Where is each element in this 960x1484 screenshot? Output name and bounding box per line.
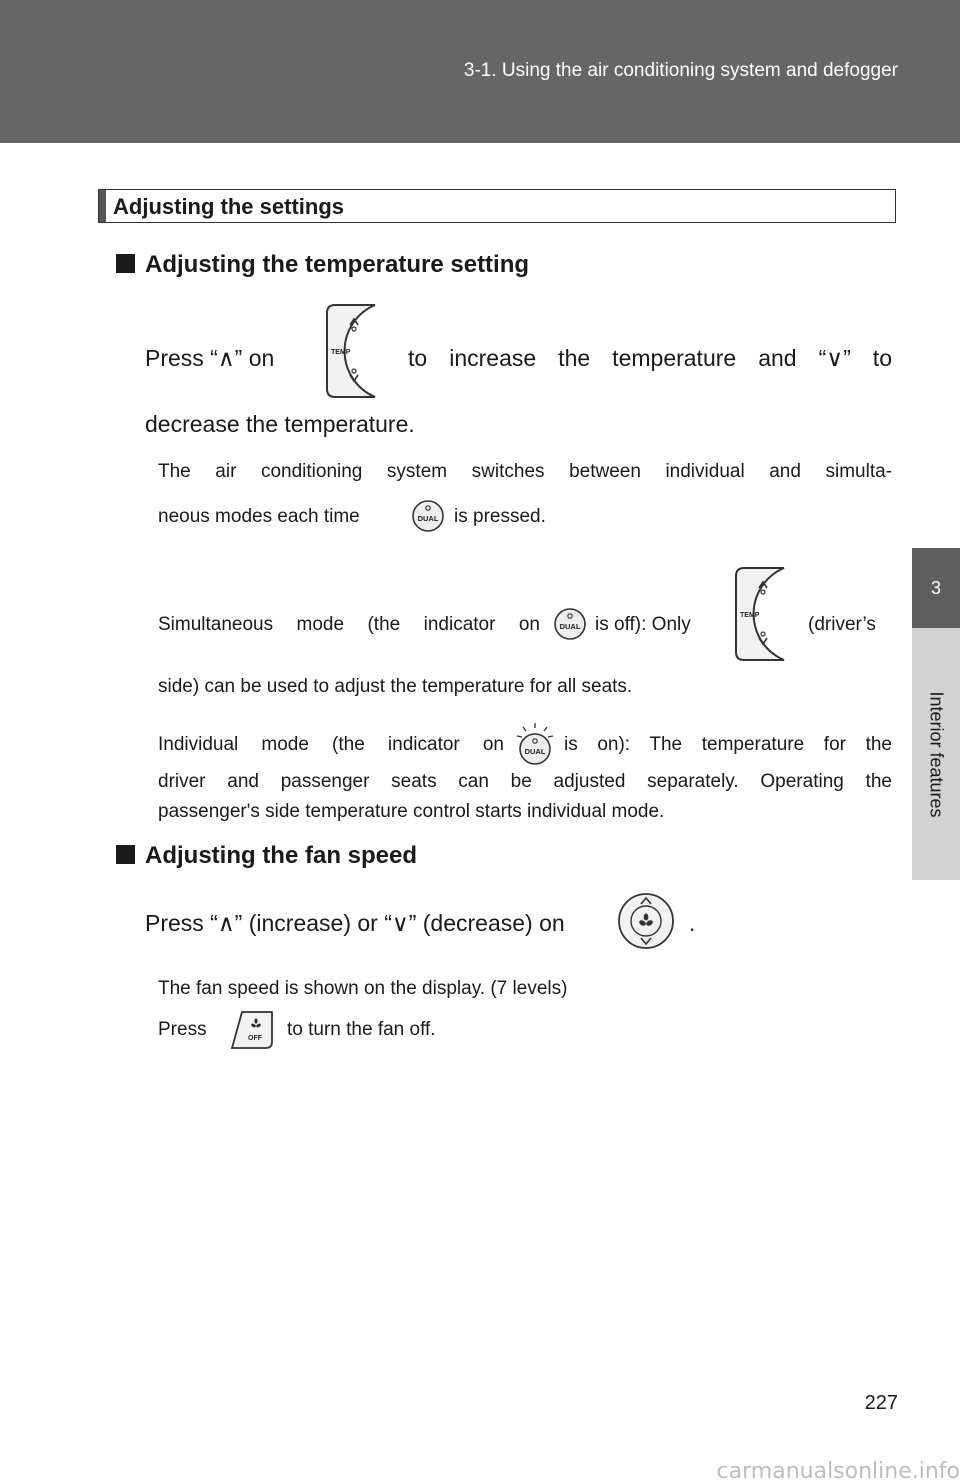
- chapter-label: Interior features: [926, 690, 947, 818]
- temperature-heading: Adjusting the temperature setting: [116, 251, 529, 279]
- fan-off-button-icon: OFF: [230, 1011, 273, 1049]
- temp-press-text-b: to increase the temperature and “∨” to: [408, 345, 892, 371]
- section-title-bar: Adjusting the settings: [98, 189, 896, 223]
- fan-press-text-a: Press “∧” (increase) or “∨” (decrease) o…: [145, 910, 565, 936]
- temp-press-text-c: decrease the temperature.: [145, 411, 415, 437]
- square-bullet-icon: [116, 845, 135, 864]
- svg-text:TEMP: TEMP: [740, 612, 760, 619]
- fan-press-text-b: .: [689, 910, 696, 936]
- watermark: carmanualsonline.info: [716, 1459, 960, 1484]
- temp-note1-line1: The air conditioning system switches bet…: [158, 461, 892, 482]
- temp-dial-label: TEMP: [331, 349, 351, 356]
- temp-note2-line1b: is off): Only: [595, 614, 691, 635]
- fan-heading: Adjusting the fan speed: [116, 842, 417, 870]
- fan-icon: [639, 913, 653, 926]
- dual-button-icon-on: DUAL: [516, 723, 554, 765]
- temp-note3-line2: driver and passenger seats can be adjust…: [158, 771, 892, 792]
- page-number: 227: [864, 1392, 898, 1414]
- temp-note2-line2: side) can be used to adjust the temperat…: [158, 676, 633, 697]
- section-title: Adjusting the settings: [113, 194, 344, 219]
- fan-speed-knob-icon: [618, 893, 674, 949]
- temp-note2-line1c: (driver’s: [808, 614, 876, 635]
- temp-dial-icon: TEMP: [326, 304, 376, 398]
- chapter-number-tab: 3: [912, 548, 960, 628]
- dual-button-icon-off: DUAL: [554, 608, 586, 640]
- fan-note2b: to turn the fan off.: [287, 1019, 436, 1040]
- temp-dial-icon-driver: TEMP: [735, 567, 785, 661]
- dual-button-icon: DUAL: [412, 500, 444, 532]
- temp-note2-line1a: Simultaneous mode (the indicator on: [158, 614, 540, 635]
- temp-note1-line2a: neous modes each time: [158, 506, 360, 527]
- temp-note1-line2b: is pressed.: [454, 506, 546, 527]
- dual-button-label: DUAL: [418, 514, 439, 523]
- fan-note2a: Press: [158, 1019, 207, 1040]
- square-bullet-icon: [116, 254, 135, 273]
- breadcrumb: 3-1. Using the air conditioning system a…: [463, 60, 898, 81]
- chapter-tab-strip: [912, 628, 960, 880]
- chapter-label-container: Interior features: [912, 628, 960, 880]
- temp-note3-line3: passenger's side temperature control sta…: [158, 801, 665, 822]
- temp-press-text-a: Press “∧” on: [145, 345, 275, 371]
- temp-note3-line1b: is on): The temperature for the: [564, 734, 892, 755]
- page-header: 3-1. Using the air conditioning system a…: [0, 0, 960, 143]
- fan-note1: The fan speed is shown on the display. (…: [158, 978, 568, 999]
- temp-note3-line1a: Individual mode (the indicator on: [158, 734, 504, 755]
- fan-off-label: OFF: [248, 1035, 263, 1042]
- svg-text:DUAL: DUAL: [525, 747, 546, 756]
- svg-text:DUAL: DUAL: [560, 622, 581, 631]
